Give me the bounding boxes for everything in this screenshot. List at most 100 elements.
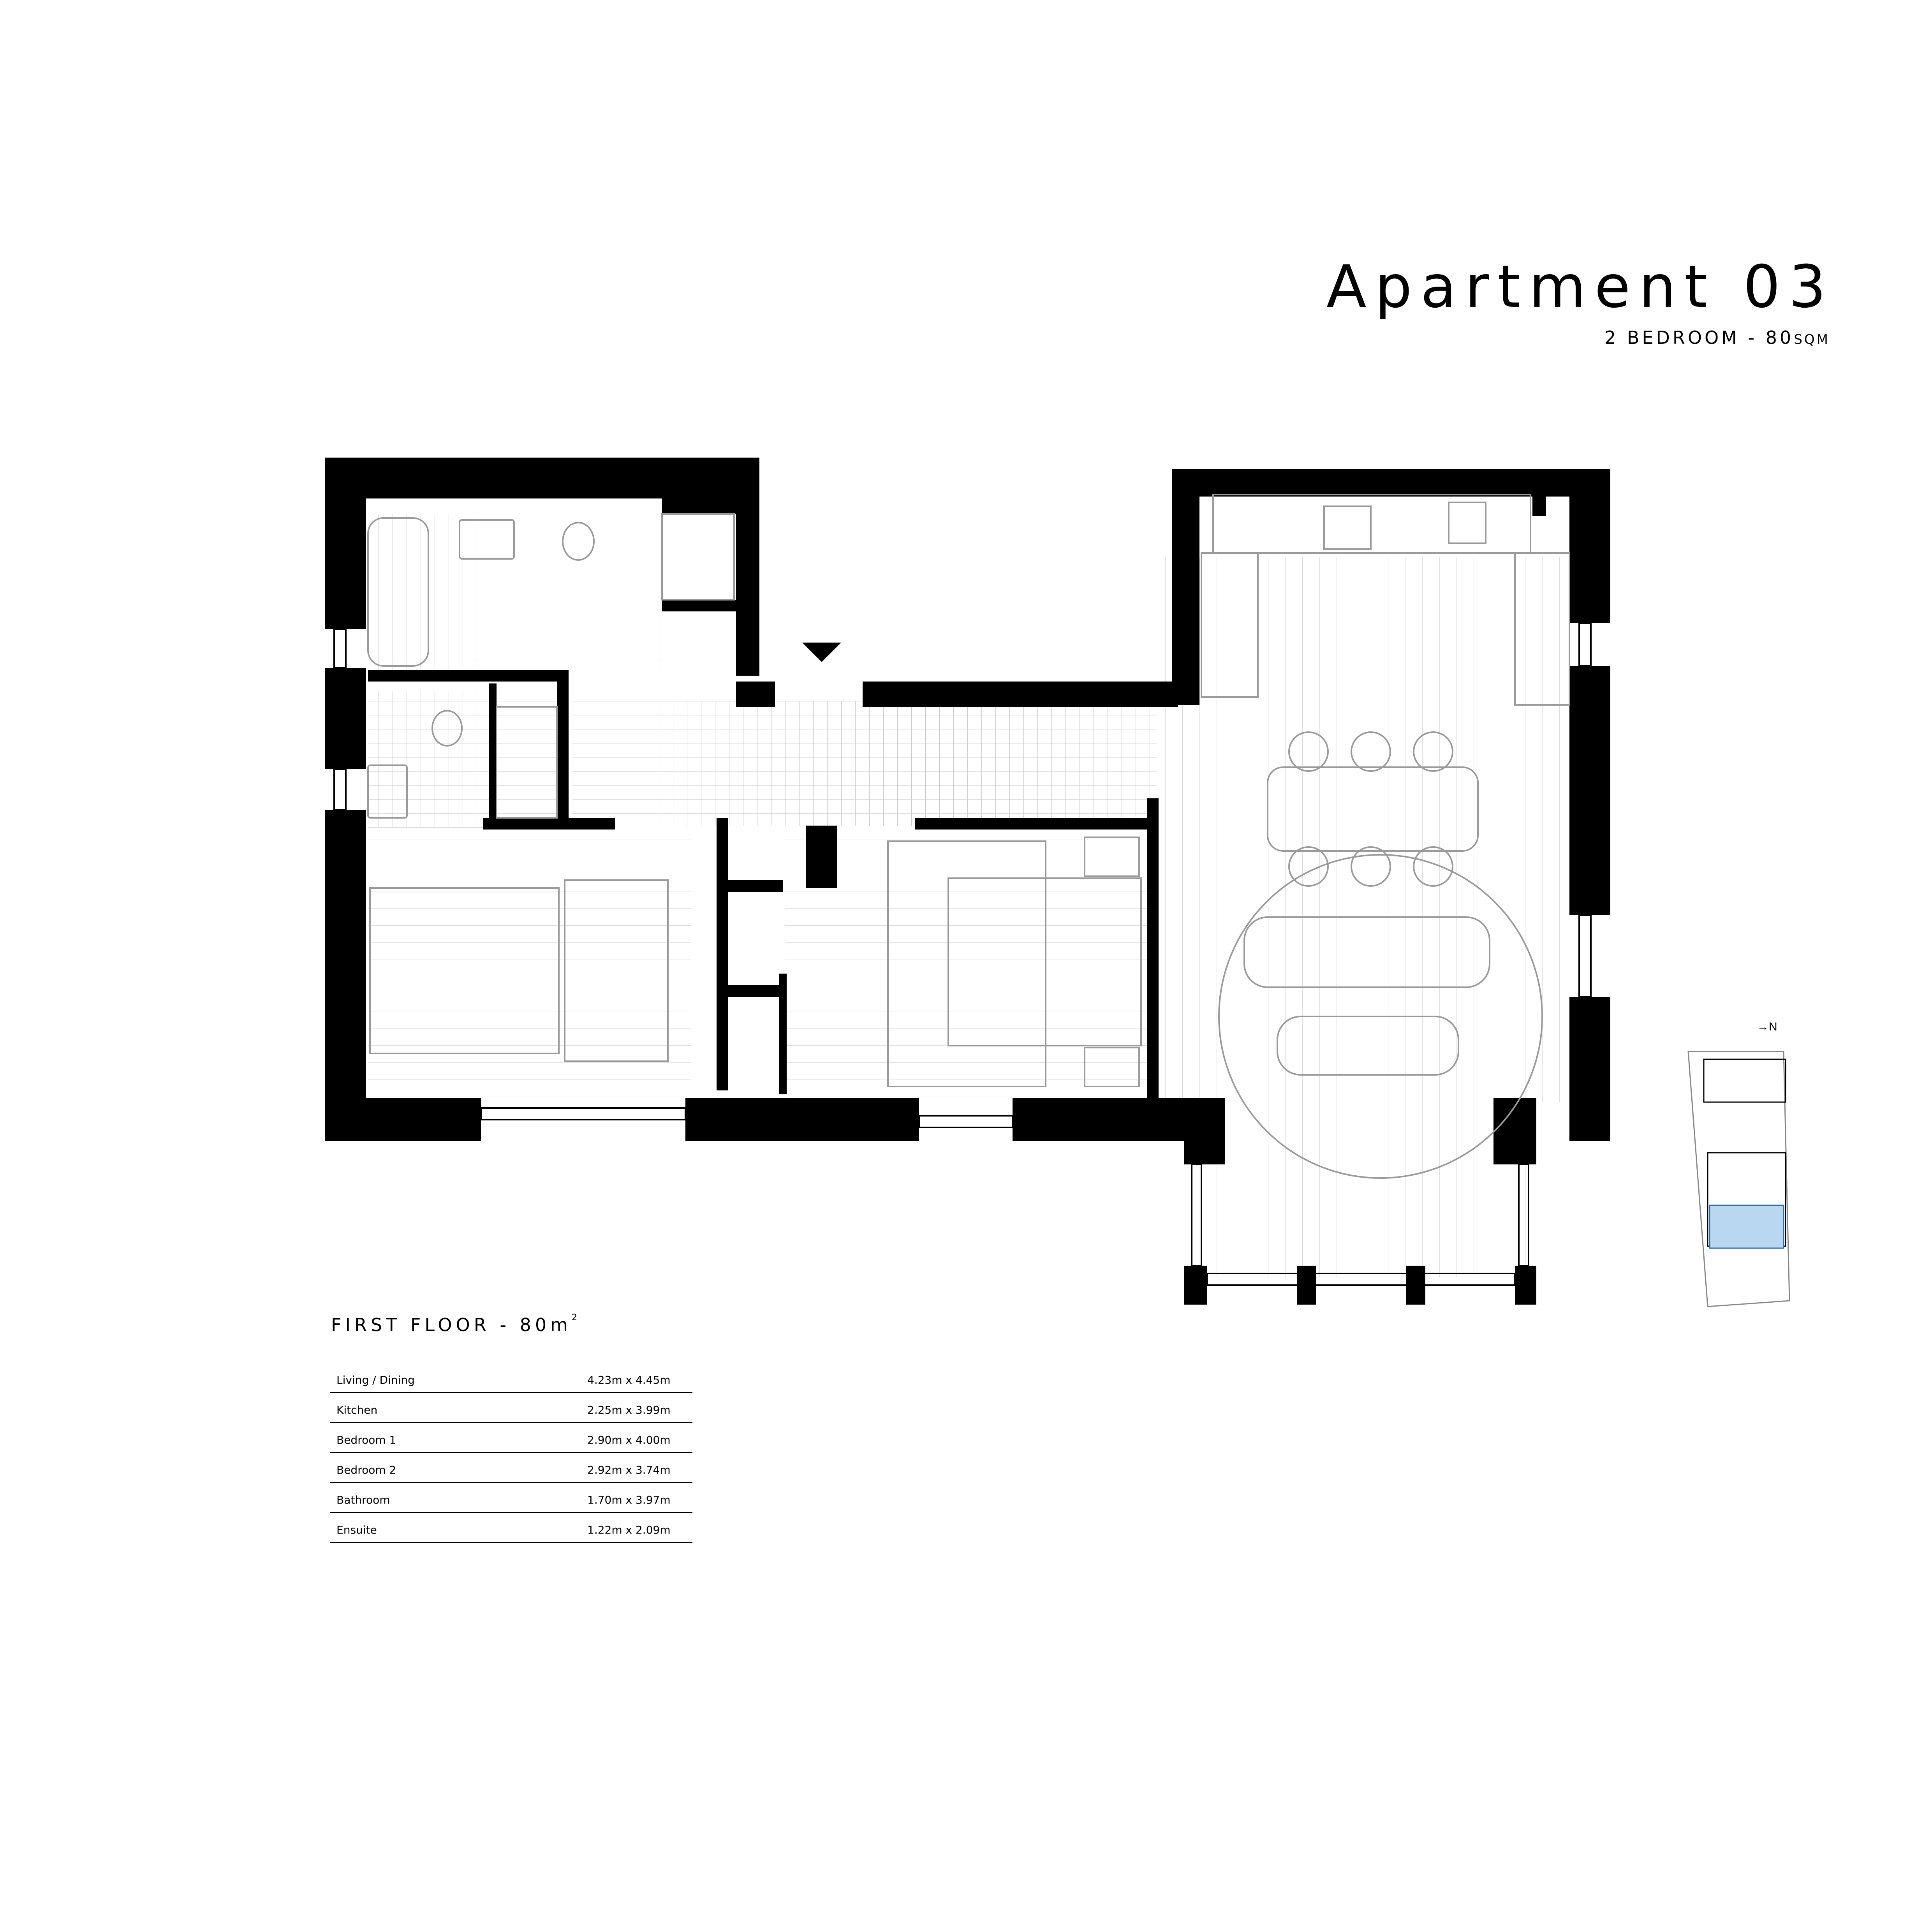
living-boards — [1161, 557, 1573, 1102]
partition-store — [806, 826, 837, 888]
room-name: Bathroom — [336, 1493, 390, 1506]
hallway-tiles — [572, 701, 1157, 826]
room-name: Living / Dining — [336, 1374, 415, 1386]
partition-bath-bottom-1 — [368, 670, 567, 682]
chair-5 — [1351, 846, 1391, 887]
wall-bottom-left — [325, 1098, 481, 1141]
window-right-living — [1578, 914, 1592, 998]
room-schedule: Living / Dining 4.23m x 4.45m Kitchen 2.25… — [330, 1363, 692, 1543]
bed-1 — [369, 887, 560, 1054]
key-plan-site-outline — [1687, 1051, 1790, 1307]
wall-right-3 — [1569, 997, 1610, 1141]
room-dims: 2.25m x 3.99m — [587, 1404, 671, 1416]
bedroom2-boards — [785, 830, 1147, 1102]
key-plan-building-top — [1703, 1058, 1786, 1103]
fixtures — [367, 494, 1570, 1179]
room-row: Living / Dining 4.23m x 4.45m — [330, 1363, 692, 1393]
shower-tray — [661, 513, 735, 601]
entrance-arrow — [802, 643, 841, 662]
wall-bay-bottom-left — [1184, 1266, 1207, 1305]
room-dims: 2.92m x 3.74m — [587, 1464, 671, 1476]
partition-wardrobe-a — [717, 880, 783, 892]
wall-top-right — [1172, 469, 1610, 497]
bench-1 — [564, 879, 669, 1062]
wall-bath-stub — [662, 600, 736, 611]
ensuite-toilet — [431, 710, 463, 747]
nightstand-b — [1084, 1047, 1140, 1087]
wall-kitchen-notch — [1532, 495, 1546, 516]
kitchen-counter-right — [1514, 552, 1570, 706]
floor-finishes — [368, 514, 1573, 1277]
bath-basin — [459, 519, 515, 560]
partition-b2-right — [1147, 798, 1159, 1102]
wall-right-bath — [736, 458, 759, 676]
partition-b2-top — [915, 818, 1149, 830]
key-plan-highlight — [1709, 1205, 1784, 1249]
ensuite-shower — [496, 706, 558, 819]
room-name: Kitchen — [336, 1404, 378, 1416]
dining-table — [1267, 766, 1479, 852]
room-name: Bedroom 1 — [336, 1434, 396, 1446]
bathtub — [367, 517, 429, 667]
chair-1 — [1288, 731, 1329, 772]
chair-2 — [1351, 731, 1391, 772]
window-bay-left — [1191, 1164, 1202, 1266]
chair-3 — [1413, 731, 1453, 772]
bathroom-tiles — [368, 514, 664, 670]
partition-wardrobe-b — [717, 985, 783, 997]
room-dims: 4.23m x 4.45m — [587, 1374, 671, 1386]
wall-bath-notch — [662, 498, 736, 514]
room-row: Bedroom 1 2.90m x 4.00m — [330, 1423, 692, 1453]
apartment-subtitle: 2 BEDROOM - 80SQM — [1604, 327, 1830, 348]
round-rug — [1218, 854, 1543, 1179]
partition-ensuite-right — [557, 670, 569, 826]
wall-right-1 — [1569, 469, 1610, 623]
floor-label: FIRST FLOOR - 80m2 — [331, 1313, 577, 1335]
room-row: Kitchen 2.25m x 3.99m — [330, 1393, 692, 1423]
bay-boards — [1207, 1102, 1530, 1277]
room-dims: 1.70m x 3.97m — [587, 1493, 671, 1506]
bedroom1-boards — [368, 830, 691, 1102]
wall-hall-top — [863, 682, 1178, 707]
sofa — [1243, 916, 1490, 988]
window-left-ensuite — [333, 768, 347, 811]
wall-bay-right — [1493, 1098, 1536, 1164]
window-left-bath — [333, 628, 347, 669]
wall-kitchen-left — [1172, 469, 1199, 705]
apartment-title: Apartment 03 — [1326, 253, 1835, 321]
key-plan — [1687, 1051, 1790, 1307]
nightstand-a — [1084, 837, 1140, 877]
floor-label-text: FIRST FLOOR - 80m — [331, 1314, 572, 1335]
partition-ensuite-bottom — [483, 818, 615, 830]
partition-ensuite-inner — [489, 683, 497, 824]
window-bay-bottom — [1206, 1273, 1516, 1286]
kitchen-hob — [1323, 505, 1372, 550]
rug-2 — [887, 840, 1046, 1087]
wall-hall-cap — [736, 682, 775, 707]
floor-label-sup: 2 — [571, 1313, 577, 1323]
wall-bay-bottom-right — [1515, 1266, 1536, 1305]
window-bay-right — [1518, 1164, 1529, 1266]
window-bed1-bottom — [480, 1107, 686, 1120]
window-right-kitchen — [1578, 622, 1592, 667]
room-dims: 1.22m x 2.09m — [587, 1523, 671, 1536]
kitchen-counter-left — [1201, 552, 1259, 698]
north-label: N — [1769, 1020, 1777, 1033]
ensuite-tiles — [368, 691, 563, 828]
window-bed2-bottom — [918, 1115, 1013, 1128]
chair-4 — [1288, 846, 1329, 887]
room-dims: 2.90m x 4.00m — [587, 1434, 671, 1446]
subtitle-unit: SQM — [1794, 332, 1830, 347]
wall-left-2 — [325, 668, 366, 769]
wall-bay-left — [1184, 1098, 1225, 1164]
wall-left-3 — [325, 810, 366, 1141]
north-arrow-icon: →N — [1757, 1020, 1777, 1033]
windows — [333, 622, 1592, 1286]
room-row: Bathroom 1.70m x 3.97m — [330, 1483, 692, 1513]
wall-right-2 — [1569, 666, 1610, 915]
subtitle-main: 2 BEDROOM - 80 — [1604, 327, 1794, 348]
wall-top-left — [325, 458, 759, 498]
